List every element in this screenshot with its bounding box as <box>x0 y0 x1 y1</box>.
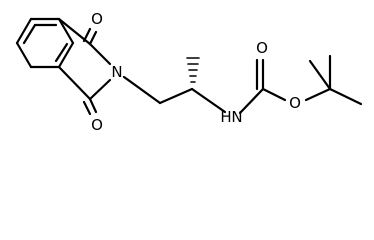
bond-lower-carbonyl-n <box>88 78 112 101</box>
atom-o-bottom: O <box>91 116 103 134</box>
bond-ring-6 <box>15 17 33 45</box>
bond-lower-co-a <box>88 97 98 114</box>
imide-carbonyls <box>82 27 98 116</box>
bond-ring-5 <box>15 41 33 69</box>
bond-o-cq <box>304 87 332 102</box>
bond-nh-c <box>238 87 265 115</box>
atom-o-top: O <box>91 10 103 28</box>
carbamate <box>255 58 287 102</box>
atom-n-amine: N <box>231 108 242 126</box>
bond-cq-me-left <box>308 59 332 91</box>
tert-butyl <box>304 54 363 106</box>
hashed-wedge-methyl <box>186 57 200 83</box>
bond-cq-me-right <box>328 87 363 106</box>
bond-upper-co-a <box>88 30 98 46</box>
benzene-ring <box>15 17 75 69</box>
bond-n-ch2 <box>122 75 162 105</box>
atom-o-ester: O <box>289 94 301 112</box>
bond-ch-nh <box>190 87 227 114</box>
bond-ring-3 <box>57 41 75 69</box>
bond-ch2-ch <box>158 87 194 105</box>
bond-upper-carbonyl-n <box>88 42 112 66</box>
atom-o-carbonyl: O <box>256 39 268 57</box>
bond-lower-co-b <box>82 100 92 116</box>
atom-n-imide: N <box>111 63 122 81</box>
bond-ring-double-3 <box>22 23 37 45</box>
atom-h-amine: H <box>220 108 231 126</box>
atom-labels: O O N H N O O <box>91 10 301 134</box>
chemical-structure: O O N H N O O <box>15 10 363 134</box>
bond-upper-co-b <box>82 27 92 43</box>
bond-ring-double-2 <box>54 42 69 63</box>
bond-c-lower <box>57 65 92 101</box>
side-chain <box>122 75 265 115</box>
bond-c-o-ester <box>261 87 287 102</box>
bond-ring-2 <box>57 17 75 45</box>
